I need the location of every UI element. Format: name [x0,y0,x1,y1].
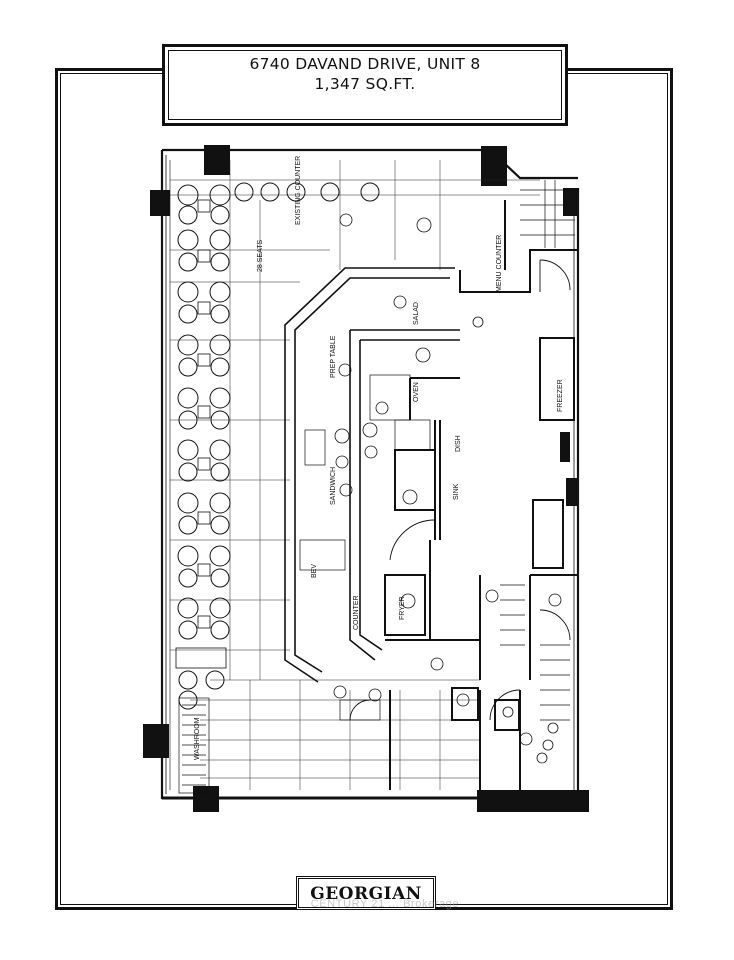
property-area: 1,347 SQ.FT. [314,75,416,93]
label-washroom: WASHROOM [194,717,201,760]
georgian-logo: GEORGIAN [296,876,436,910]
seating-chairs [177,182,380,710]
door-swings [349,259,571,721]
label-sink: SINK [453,483,460,500]
label-bev: BEV [311,564,318,578]
label-prep-table: PREP TABLE [330,335,337,378]
watermark: CENTURY 21 ... Brokerage [310,898,460,910]
title-box: 6740 DAVAND DRIVE, UNIT 8 1,347 SQ.FT. [162,44,568,126]
columns [143,145,589,812]
label-counter: COUNTER [353,595,360,630]
label-existing-counter: EXISTING COUNTER [295,156,302,225]
plan-details [178,180,575,794]
reference-markers [333,213,562,764]
logo-text: GEORGIAN [310,884,422,904]
label-dish: DISH [455,435,462,452]
tables [175,199,227,669]
kitchen-walls [384,200,578,790]
plan-labels: 28 SEATS EXISTING COUNTER MENU COUNTER S… [194,156,564,760]
label-freezer: FREEZER [557,379,564,412]
service-counter [284,267,460,683]
dimension-lines [170,160,540,790]
label-sandwich: SANDWICH [330,467,337,505]
label-salad: SALAD [413,302,420,325]
label-oven: OVEN [413,382,420,402]
label-fryer: FRYER [399,596,406,620]
label-seats: 28 SEATS [257,240,264,272]
label-menu-counter: MENU COUNTER [496,235,503,292]
property-address: 6740 DAVAND DRIVE, UNIT 8 [249,55,481,73]
